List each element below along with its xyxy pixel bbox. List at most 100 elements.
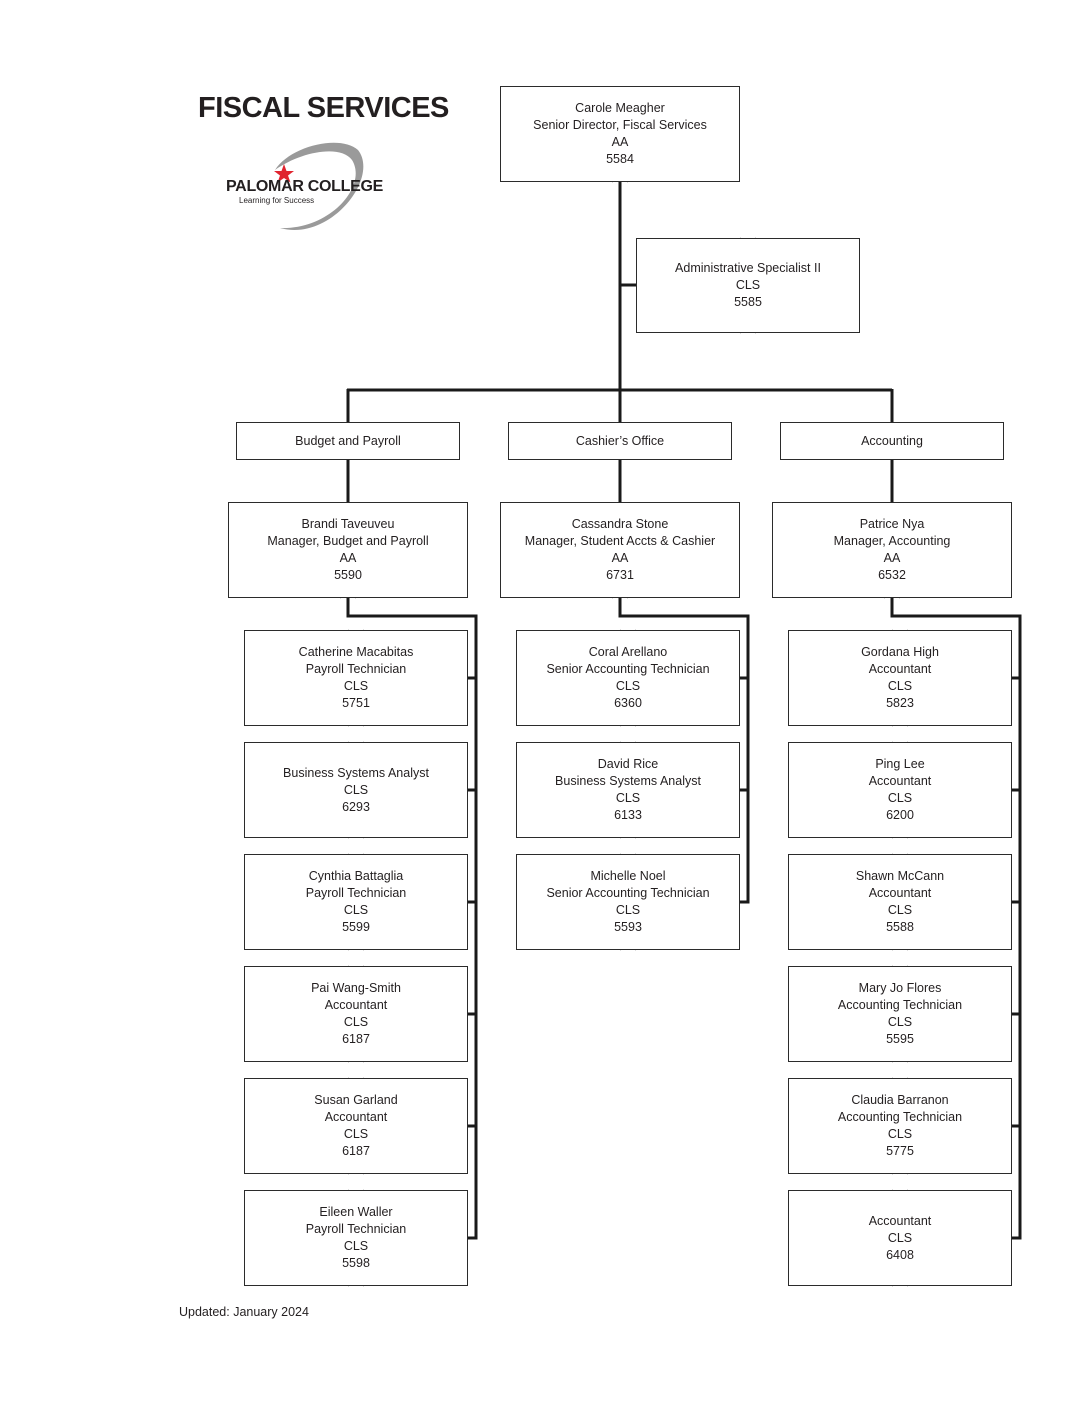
staff-position: 5593: [614, 920, 642, 934]
staff-class: CLS: [887, 1015, 913, 1029]
staff-title: Accountant: [868, 774, 932, 788]
assistant-position: 5585: [734, 295, 762, 309]
staff-position: 6408: [886, 1247, 914, 1262]
manager-position: 6731: [606, 568, 634, 582]
staff-title: Payroll Technician: [305, 1222, 407, 1236]
staff-name: Cynthia Battaglia: [308, 869, 404, 883]
staff-name: Ping Lee: [875, 757, 925, 771]
manager-name: Brandi Taveuveu: [301, 517, 395, 531]
staff-title: Accounting Technician: [837, 1110, 963, 1124]
staff-position: 6133: [614, 808, 642, 822]
staff-position: 6200: [886, 808, 914, 822]
manager-budget-payroll: Brandi Taveuveu Manager, Budget and Payr…: [228, 502, 468, 598]
staff-title: Accountant: [868, 886, 932, 900]
updated-date: Updated: January 2024: [179, 1305, 309, 1319]
staff-name: Catherine Macabitas: [298, 645, 414, 659]
staff-name: Eileen Waller: [319, 1205, 393, 1219]
assistant-title: Administrative Specialist II: [675, 261, 821, 275]
staff-class: CLS: [615, 791, 641, 805]
staff-name: Claudia Barranon: [851, 1093, 949, 1107]
logo-swoosh: [275, 142, 364, 230]
staff-position: 6293: [342, 799, 370, 814]
staff-name: Mary Jo Flores: [858, 981, 942, 995]
staff-title: Payroll Technician: [305, 662, 407, 676]
staff-title: Accountant: [324, 1110, 388, 1124]
director-name: Carole Meagher: [575, 101, 665, 115]
logo-wordmark: PALOMAR COLLEGE: [226, 178, 383, 195]
staff-title: Payroll Technician: [305, 886, 407, 900]
department-budget-payroll: Budget and Payroll: [236, 422, 460, 460]
manager-accounting: Patrice Nya Manager, Accounting AA 6532: [772, 502, 1012, 598]
staff-position: 6187: [342, 1144, 370, 1158]
staff-name: Shawn McCann: [855, 869, 945, 883]
staff-title: Accounting Technician: [837, 998, 963, 1012]
director-box: Carole Meagher Senior Director, Fiscal S…: [500, 86, 740, 182]
manager-class: AA: [883, 551, 901, 565]
staff-name: Michelle Noel: [590, 869, 666, 883]
staff-class: CLS: [343, 1015, 369, 1029]
staff-position: 5588: [886, 920, 914, 934]
staff-position: 5595: [886, 1032, 914, 1046]
staff-class: CLS: [887, 679, 913, 693]
department-cashiers-office: Cashier’s Office: [508, 422, 732, 460]
manager-position: 5590: [334, 568, 362, 582]
director-class: AA: [611, 135, 629, 149]
staff-class: CLS: [615, 679, 641, 693]
department-label: Budget and Payroll: [295, 433, 401, 448]
staff-title: Business Systems Analyst: [283, 765, 429, 780]
department-accounting: Accounting: [780, 422, 1004, 460]
palomar-college-logo: PALOMAR COLLEGE Learning for Success: [220, 138, 400, 234]
staff-class: CLS: [343, 1239, 369, 1253]
staff-position: 5598: [342, 1256, 370, 1270]
staff-class: CLS: [887, 1127, 913, 1141]
staff-class: CLS: [887, 1230, 913, 1245]
staff-class: CLS: [343, 1127, 369, 1141]
manager-name: Patrice Nya: [859, 517, 925, 531]
manager-class: AA: [339, 551, 357, 565]
staff-class: CLS: [343, 679, 369, 693]
staff-position: 5751: [342, 696, 370, 710]
staff-class: CLS: [887, 791, 913, 805]
assistant-class: CLS: [735, 278, 761, 292]
staff-position: 5823: [886, 696, 914, 710]
staff-title: Accountant: [324, 998, 388, 1012]
staff-class: CLS: [615, 903, 641, 917]
manager-title: Manager, Accounting: [833, 534, 951, 548]
staff-title: Senior Accounting Technician: [546, 886, 710, 900]
director-position: 5584: [606, 152, 634, 166]
staff-name: David Rice: [597, 757, 659, 771]
staff-title: Accountant: [868, 662, 932, 676]
page-title: FISCAL SERVICES: [198, 92, 449, 124]
department-label: Cashier’s Office: [575, 433, 665, 448]
manager-title: Manager, Budget and Payroll: [267, 534, 429, 548]
manager-cashiers-office: Cassandra Stone Manager, Student Accts &…: [500, 502, 740, 598]
manager-class: AA: [611, 551, 629, 565]
staff-name: Pai Wang-Smith: [311, 981, 401, 995]
logo-star-icon: [274, 164, 294, 183]
director-title: Senior Director, Fiscal Services: [533, 118, 707, 132]
staff-position: 6187: [342, 1032, 370, 1046]
manager-position: 6532: [878, 568, 906, 582]
staff-position: 6360: [614, 696, 642, 710]
staff-name: Gordana High: [861, 645, 939, 659]
staff-name: Susan Garland: [314, 1093, 398, 1107]
staff-position: 5599: [342, 920, 370, 934]
assistant-box: Administrative Specialist II CLS 5585: [636, 238, 860, 333]
staff-class: CLS: [343, 903, 369, 917]
staff-title: Accountant: [868, 1213, 932, 1228]
logo-tagline: Learning for Success: [239, 196, 315, 205]
